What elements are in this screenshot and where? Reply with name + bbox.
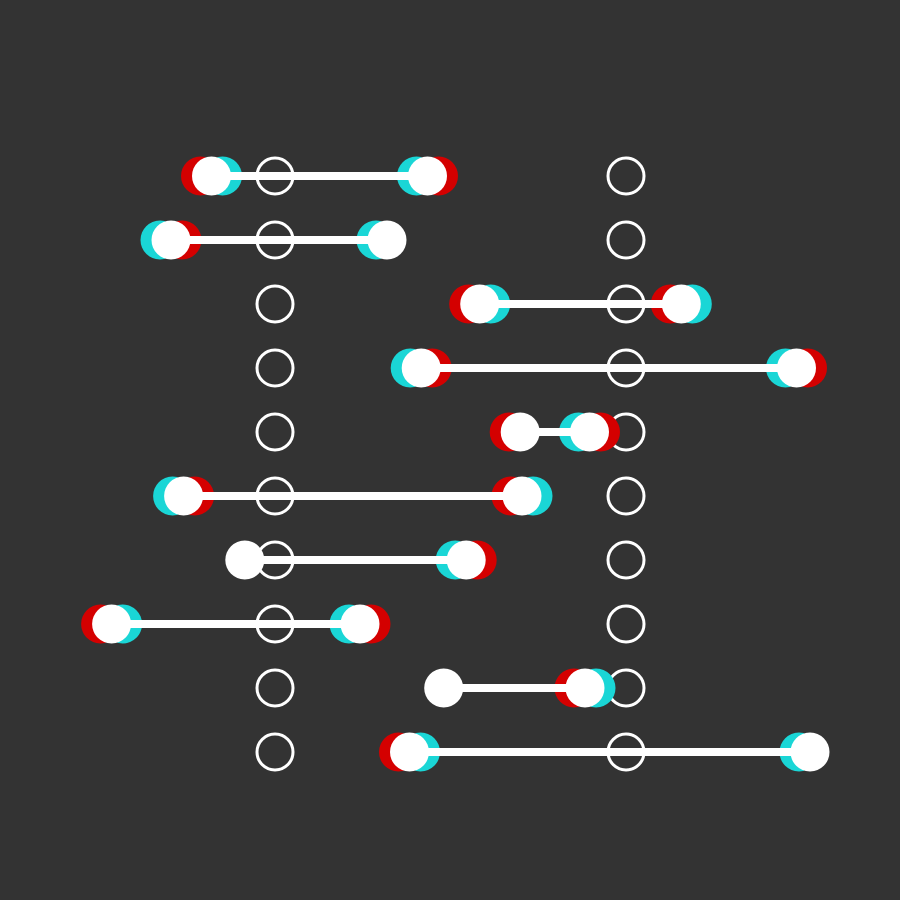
slider-knob-left[interactable] <box>164 476 204 516</box>
slot-ring-r9-c1 <box>255 668 295 708</box>
slot-ring-r4-c1 <box>255 348 295 388</box>
range-slider-row-7[interactable] <box>225 540 497 580</box>
slider-knob-right[interactable] <box>790 732 830 772</box>
slot-ring-r3-c1 <box>255 284 295 324</box>
slot-ring-r8-c2 <box>606 604 646 644</box>
range-slider-row-8[interactable] <box>81 604 391 644</box>
range-sliders[interactable] <box>81 156 830 772</box>
slider-knob-right[interactable] <box>565 668 605 708</box>
slider-knob-right[interactable] <box>502 476 542 516</box>
slider-knob-left[interactable] <box>225 540 265 580</box>
slider-knob-left[interactable] <box>401 348 441 388</box>
slider-knob-right[interactable] <box>661 284 701 324</box>
slot-ring-r6-c2 <box>606 476 646 516</box>
slot-ring-r5-c1 <box>255 412 295 452</box>
slider-knob-left[interactable] <box>460 284 500 324</box>
slider-knob-left[interactable] <box>92 604 132 644</box>
range-slider-row-6[interactable] <box>153 476 553 516</box>
slider-knob-left[interactable] <box>390 732 429 772</box>
slot-ring-r7-c2 <box>606 540 646 580</box>
slider-knob-left[interactable] <box>192 156 231 196</box>
range-slider-row-10[interactable] <box>379 732 830 772</box>
slot-ring-r10-c1 <box>255 732 295 772</box>
range-slider-row-5[interactable] <box>489 412 620 452</box>
slider-knob-right[interactable] <box>446 540 486 580</box>
range-slider-row-2[interactable] <box>140 220 407 260</box>
slider-knob-right[interactable] <box>408 156 447 196</box>
slider-knob-right[interactable] <box>570 412 609 452</box>
slot-ring-r1-c2 <box>606 156 646 196</box>
range-slider-row-1[interactable] <box>181 156 458 196</box>
slider-knob-right[interactable] <box>340 604 380 644</box>
range-slider-row-3[interactable] <box>449 284 712 324</box>
range-slider-row-4[interactable] <box>390 348 827 388</box>
slider-knob-left[interactable] <box>151 220 191 260</box>
slider-knob-right[interactable] <box>777 348 816 388</box>
slot-ring-r2-c2 <box>606 220 646 260</box>
range-slider-row-9[interactable] <box>424 668 616 708</box>
slider-knob-left[interactable] <box>424 668 464 708</box>
slider-knob-right[interactable] <box>367 220 407 260</box>
slider-knob-left[interactable] <box>500 412 540 452</box>
